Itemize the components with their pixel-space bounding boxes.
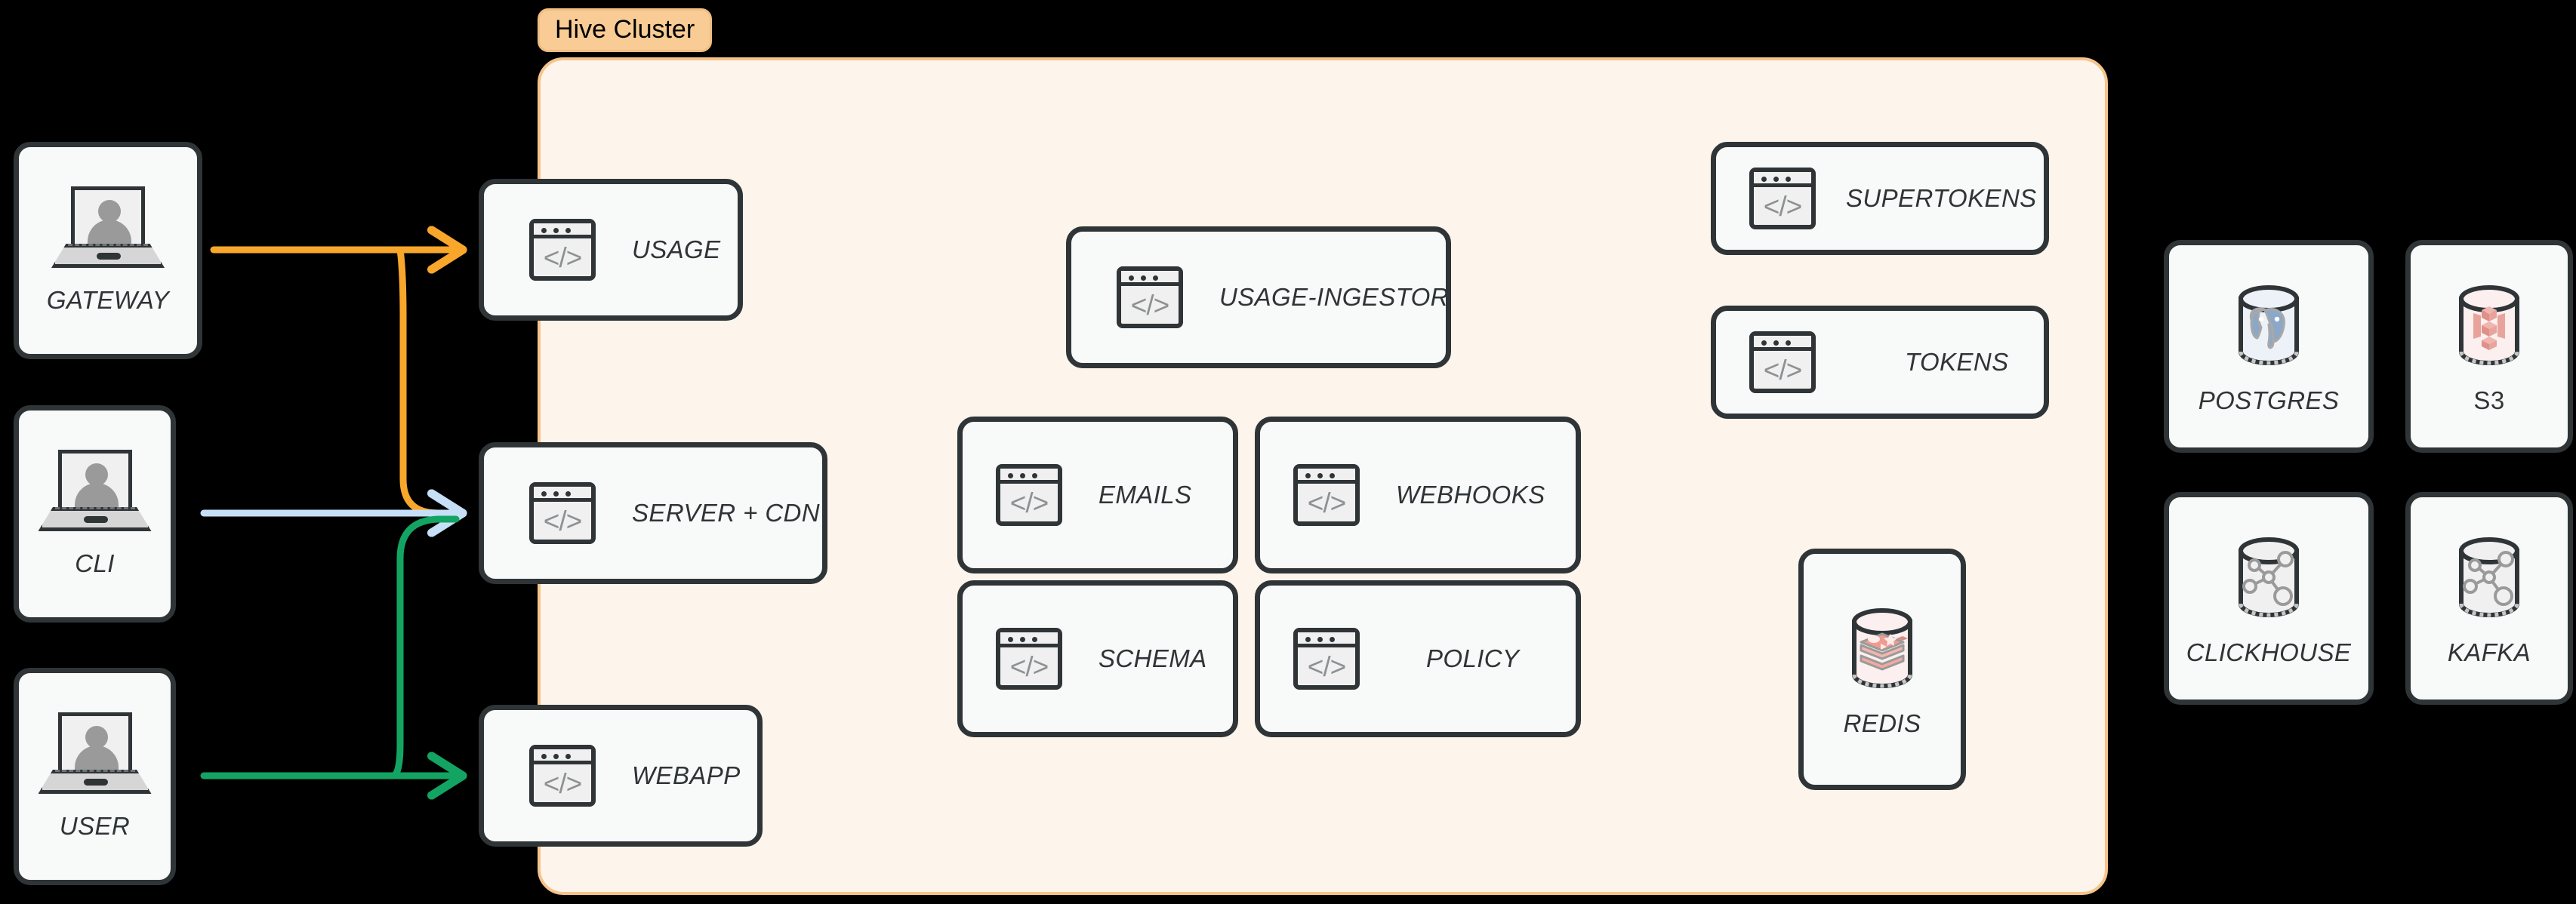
node-server-cdn[interactable]: </> SERVER + CDN bbox=[479, 442, 827, 584]
node-usage-ingestor[interactable]: </> USAGE-INGESTOR bbox=[1066, 226, 1451, 368]
node-label: REDIS bbox=[1843, 709, 1921, 737]
connector-user-to-server-cdn bbox=[389, 515, 460, 779]
node-label: TOKENS bbox=[1905, 348, 2009, 376]
node-clickhouse[interactable]: CLICKHOUSE bbox=[2164, 492, 2374, 705]
postgres-cylinder-icon bbox=[2221, 278, 2316, 373]
node-label: EMAILS bbox=[1098, 481, 1192, 509]
node-label: WEBHOOKS bbox=[1396, 481, 1545, 509]
node-emails[interactable]: </> EMAILS bbox=[957, 417, 1238, 573]
node-label: SUPERTOKENS bbox=[1846, 184, 2037, 212]
code-window-icon: </> bbox=[1293, 628, 1360, 690]
node-label: SCHEMA bbox=[1098, 644, 1207, 672]
code-window-icon: </> bbox=[529, 219, 596, 281]
graph-cylinder-icon bbox=[2221, 530, 2316, 625]
node-label: POLICY bbox=[1426, 644, 1520, 672]
node-label: USAGE bbox=[632, 235, 721, 263]
code-window-icon: </> bbox=[529, 482, 596, 544]
code-window-icon: </> bbox=[1749, 331, 1816, 393]
node-policy[interactable]: </> POLICY bbox=[1255, 580, 1581, 737]
s3-cylinder-icon bbox=[2442, 278, 2537, 373]
code-window-icon: </> bbox=[1117, 266, 1183, 328]
code-window-icon: </> bbox=[1749, 168, 1816, 229]
code-window-icon: </> bbox=[529, 745, 596, 807]
redis-cylinder-icon bbox=[1835, 601, 1930, 696]
laptop-user-icon bbox=[38, 712, 152, 797]
node-label: CLICKHOUSE bbox=[2186, 638, 2352, 666]
node-tokens[interactable]: </> TOKENS bbox=[1711, 306, 2049, 419]
node-gateway[interactable]: GATEWAY bbox=[14, 142, 202, 359]
node-schema[interactable]: </> SCHEMA bbox=[957, 580, 1238, 737]
code-window-icon: </> bbox=[1293, 464, 1360, 526]
node-usage[interactable]: </> USAGE bbox=[479, 179, 743, 321]
node-webhooks[interactable]: </> WEBHOOKS bbox=[1255, 417, 1581, 573]
node-label: S3 bbox=[2473, 386, 2505, 414]
node-kafka[interactable]: KAFKA bbox=[2405, 492, 2573, 705]
code-window-icon: </> bbox=[996, 464, 1062, 526]
node-label: SERVER + CDN bbox=[632, 499, 821, 527]
laptop-user-icon bbox=[51, 186, 165, 271]
node-postgres[interactable]: POSTGRES bbox=[2164, 240, 2374, 453]
node-cli[interactable]: CLI bbox=[14, 405, 176, 623]
node-label: CLI bbox=[75, 549, 115, 577]
node-label: KAFKA bbox=[2447, 638, 2531, 666]
node-label: POSTGRES bbox=[2198, 386, 2340, 414]
code-window-icon: </> bbox=[996, 628, 1062, 690]
node-s3[interactable]: S3 bbox=[2405, 240, 2573, 453]
node-supertokens[interactable]: </> SUPERTOKENS bbox=[1711, 142, 2049, 255]
connector-gateway-to-server-cdn bbox=[396, 246, 460, 517]
graph-cylinder-icon bbox=[2442, 530, 2537, 625]
node-label: WEBAPP bbox=[632, 761, 741, 789]
node-label: USAGE-INGESTOR bbox=[1219, 283, 1449, 311]
node-webapp[interactable]: </> WEBAPP bbox=[479, 705, 763, 847]
node-label: USER bbox=[59, 812, 131, 840]
laptop-user-icon bbox=[38, 450, 152, 534]
hive-cluster-badge: Hive Cluster bbox=[538, 8, 713, 52]
node-label: GATEWAY bbox=[46, 286, 170, 314]
node-user[interactable]: USER bbox=[14, 668, 176, 885]
node-redis[interactable]: REDIS bbox=[1798, 549, 1966, 790]
